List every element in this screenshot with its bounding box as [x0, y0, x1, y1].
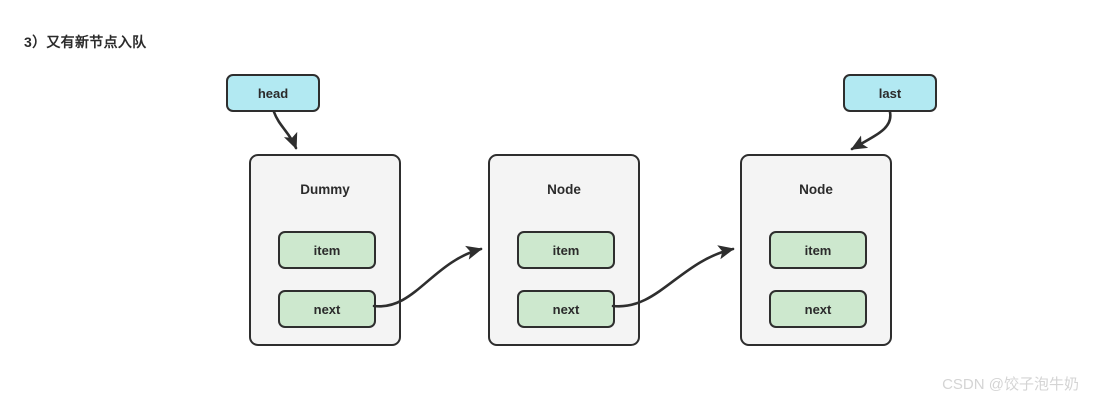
node-field-next: next — [769, 290, 867, 328]
edge-head-to-dummy — [272, 110, 298, 150]
page-title: 3）又有新节点入队 — [24, 34, 147, 50]
pointer-label-last: last — [878, 85, 902, 101]
node-title: Node — [799, 182, 833, 197]
pointer-box-head: head — [226, 74, 320, 112]
node-title: Dummy — [300, 182, 350, 197]
edge-last-to-node-second — [850, 110, 892, 151]
node-field-item: item — [278, 231, 376, 269]
pointer-label-head: head — [257, 85, 289, 101]
node-field-next: next — [517, 290, 615, 328]
node-first: Node item next — [488, 154, 640, 346]
node-dummy: Dummy item next — [249, 154, 401, 346]
watermark: CSDN @饺子泡牛奶 — [942, 376, 1079, 393]
node-second: Node item next — [740, 154, 892, 346]
node-title: Node — [547, 182, 581, 197]
node-field-item: item — [517, 231, 615, 269]
node-field-next: next — [278, 290, 376, 328]
pointer-box-last: last — [843, 74, 937, 112]
node-field-item: item — [769, 231, 867, 269]
